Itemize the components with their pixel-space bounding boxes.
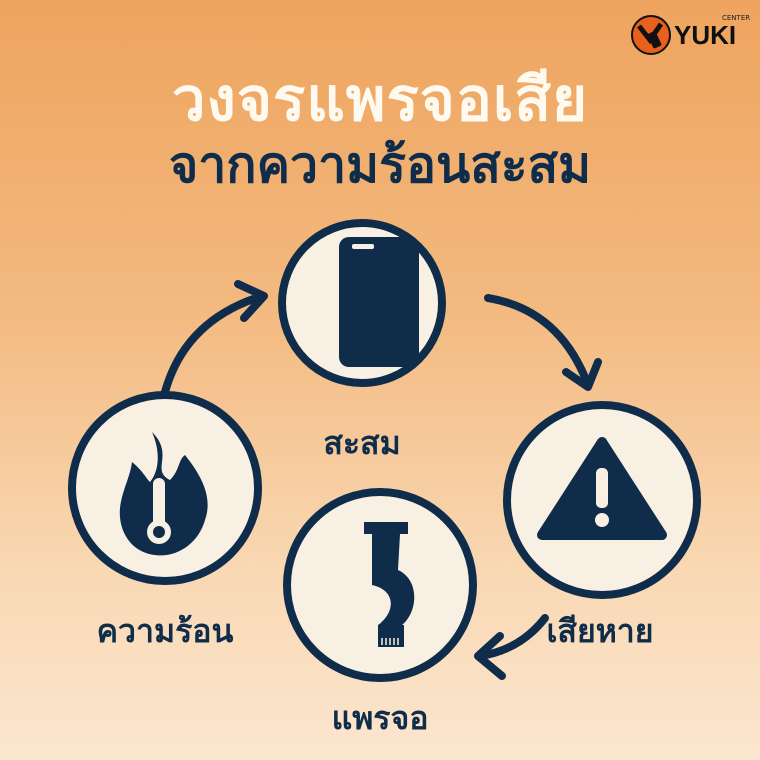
title-line-1: วงจรแพรจอเสีย xyxy=(171,65,589,135)
label-accumulate: สะสม xyxy=(323,424,401,462)
arrow-damage-to-cable xyxy=(476,614,549,660)
label-flex-cable: แพรจอ xyxy=(331,699,429,737)
flex-cable-icon xyxy=(364,522,415,647)
arrowhead xyxy=(474,632,506,680)
yuki-logo: CENTER YUKI xyxy=(630,14,755,58)
label-damage: เสียหาย xyxy=(546,612,654,650)
warning-icon xyxy=(537,437,667,540)
label-heat: ความร้อน xyxy=(96,612,234,650)
title-line-2: จากความร้อนสะสม xyxy=(168,136,592,194)
arrow-accumulate-to-damage xyxy=(484,294,592,389)
arrowhead xyxy=(562,358,602,391)
phone-icon xyxy=(339,237,419,367)
flame-thermometer-icon xyxy=(119,432,208,556)
logo-mark-icon xyxy=(631,15,671,55)
arrow-heat-to-accumulate xyxy=(161,292,266,396)
arrowhead xyxy=(234,280,268,322)
